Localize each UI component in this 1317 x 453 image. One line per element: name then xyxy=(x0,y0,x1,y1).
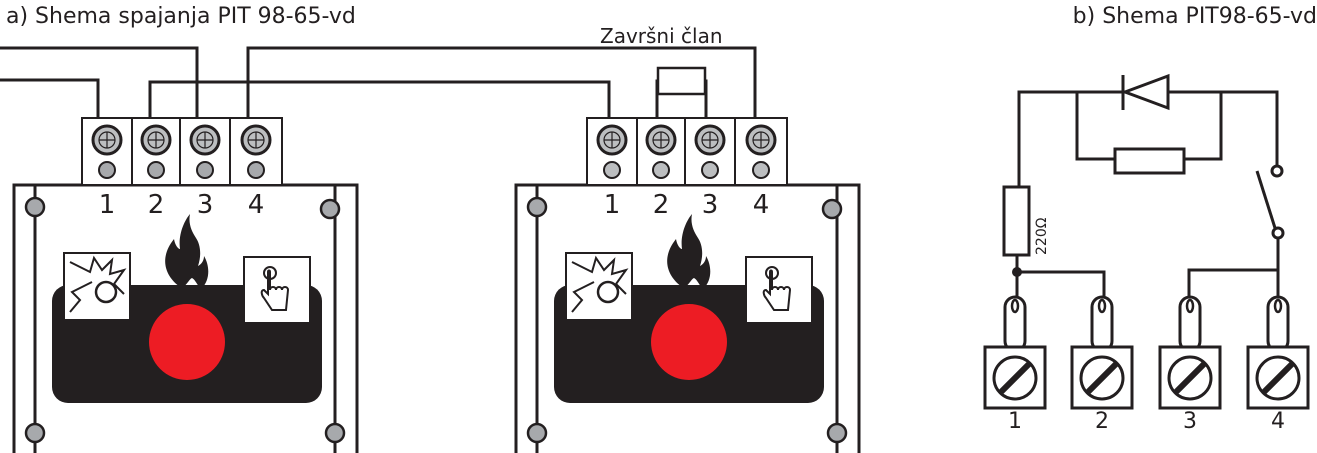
screw-cross xyxy=(148,132,164,148)
resistor-220 xyxy=(1002,185,1031,257)
flame-icon xyxy=(165,214,209,288)
break-glass-icon xyxy=(571,255,629,313)
red-button xyxy=(651,304,727,380)
title-b: b) Shema PIT98-65-vd xyxy=(1073,4,1317,29)
switch-lever xyxy=(1255,170,1277,229)
mounting-screw-icon xyxy=(24,196,46,218)
terminal-hole xyxy=(701,161,719,179)
flame-icon xyxy=(667,214,711,288)
title-a: a) Shema spajanja PIT 98-65-vd xyxy=(6,4,356,29)
junction-dot xyxy=(1012,267,1022,277)
mounting-screw-icon xyxy=(821,198,843,220)
terminal-number: 4 xyxy=(248,190,265,220)
schematic-terminal-number: 4 xyxy=(1271,409,1285,434)
screw-cross xyxy=(197,132,213,148)
fist-icon xyxy=(596,280,620,304)
lug-hole xyxy=(1010,298,1020,314)
wire-t3-t4 xyxy=(1187,268,1278,300)
end-member-resistor xyxy=(656,66,707,96)
terminal-number: 1 xyxy=(604,190,621,220)
screw-slot xyxy=(997,360,1033,396)
terminal-hole xyxy=(247,161,265,179)
break-glass-icon xyxy=(69,255,127,313)
parallel-resistor xyxy=(1113,147,1186,175)
terminal-number: 4 xyxy=(753,190,770,220)
lug-hole xyxy=(1097,298,1107,314)
call-point-module-1: 1 2 3 4 xyxy=(12,117,359,453)
terminal-hole xyxy=(752,161,770,179)
terminal-hole xyxy=(603,161,621,179)
schematic-terminal-number: 3 xyxy=(1183,409,1197,434)
screw-cross xyxy=(653,132,669,148)
wire-line-a xyxy=(0,46,199,128)
lug-hole xyxy=(1273,298,1283,314)
terminal-number: 3 xyxy=(197,190,214,220)
wiring xyxy=(0,46,757,128)
terminal-hole xyxy=(147,161,165,179)
screw-slot xyxy=(1260,360,1296,396)
switch-contact-bottom xyxy=(1271,226,1285,240)
end-member-label: Završni član xyxy=(600,24,723,48)
terminal-number: 2 xyxy=(653,190,670,220)
terminal-lug xyxy=(1266,295,1290,353)
fist-icon xyxy=(94,280,118,304)
schematic-terminal-number: 2 xyxy=(1095,409,1109,434)
wire-t1-t2 xyxy=(1017,270,1106,300)
terminal-hole xyxy=(652,161,670,179)
terminal-lug xyxy=(1090,295,1114,353)
mounting-screw-icon xyxy=(526,422,548,444)
schematic-terminal-number: 1 xyxy=(1008,409,1022,434)
screw-cross xyxy=(753,132,769,148)
mounting-screw-icon xyxy=(526,196,548,218)
mounting-screw-icon xyxy=(324,422,346,444)
schematic-b: 220Ω 1 2 3 4 xyxy=(983,73,1310,434)
diode-icon xyxy=(1120,73,1170,111)
terminal-number: 1 xyxy=(99,190,116,220)
wire-line-b xyxy=(0,78,100,128)
pointing-hand-icon xyxy=(260,269,290,311)
screw-slot xyxy=(1084,360,1120,396)
wire-t4-to-next-t4 xyxy=(246,46,757,128)
terminal-hole xyxy=(196,161,214,179)
terminal-hole xyxy=(98,161,116,179)
mounting-screw-icon xyxy=(319,198,341,220)
screw-cross xyxy=(99,132,115,148)
screw-cross xyxy=(702,132,718,148)
mounting-screw-icon xyxy=(24,422,46,444)
pointing-hand-icon xyxy=(762,269,792,311)
screw-cross xyxy=(248,132,264,148)
call-point-module-2: 1 2 3 4 xyxy=(514,117,861,453)
screw-slot xyxy=(1172,360,1208,396)
mounting-screw-icon xyxy=(826,422,848,444)
resistor-label: 220Ω xyxy=(1034,217,1050,255)
wire-t2-to-next-t1 xyxy=(148,80,611,128)
terminal-lug xyxy=(1003,295,1027,353)
terminal-number: 2 xyxy=(148,190,165,220)
terminal-lug xyxy=(1178,295,1202,353)
screw-cross xyxy=(604,132,620,148)
switch-contact-top xyxy=(1270,164,1284,178)
lug-hole xyxy=(1185,298,1195,314)
red-button xyxy=(149,304,225,380)
terminal-number: 3 xyxy=(702,190,719,220)
